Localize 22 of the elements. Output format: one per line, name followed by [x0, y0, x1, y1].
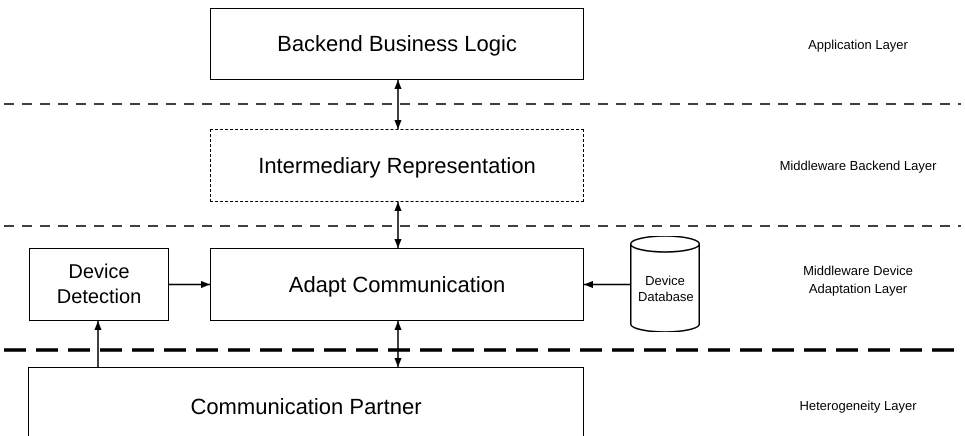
process-box — [28, 367, 584, 436]
node-label: Adapt Communication — [288, 270, 506, 298]
node-label: Device Detection — [56, 260, 142, 310]
process-box — [210, 248, 584, 321]
node-label: Backend Business Logic — [277, 30, 517, 58]
arrow — [584, 280, 630, 288]
node-label: Communication Partner — [190, 393, 422, 421]
node-label: Intermediary Representation — [258, 152, 536, 180]
database-cylinder — [630, 236, 700, 332]
arrow — [169, 280, 210, 288]
layer-label: Application Layer — [807, 36, 909, 54]
node-label: Device Database — [638, 272, 692, 306]
layer-label: Heterogeneity Layer — [798, 397, 918, 415]
arrow — [94, 321, 102, 367]
process-box — [210, 8, 584, 80]
arrow — [394, 321, 402, 367]
layer-label: Middleware Backend Layer — [778, 157, 938, 175]
dashed-process-box — [210, 129, 584, 202]
process-box — [29, 248, 169, 321]
arrow — [394, 202, 402, 248]
layer-label: Middleware Device Adaptation Layer — [802, 262, 914, 298]
arrow — [394, 80, 402, 129]
